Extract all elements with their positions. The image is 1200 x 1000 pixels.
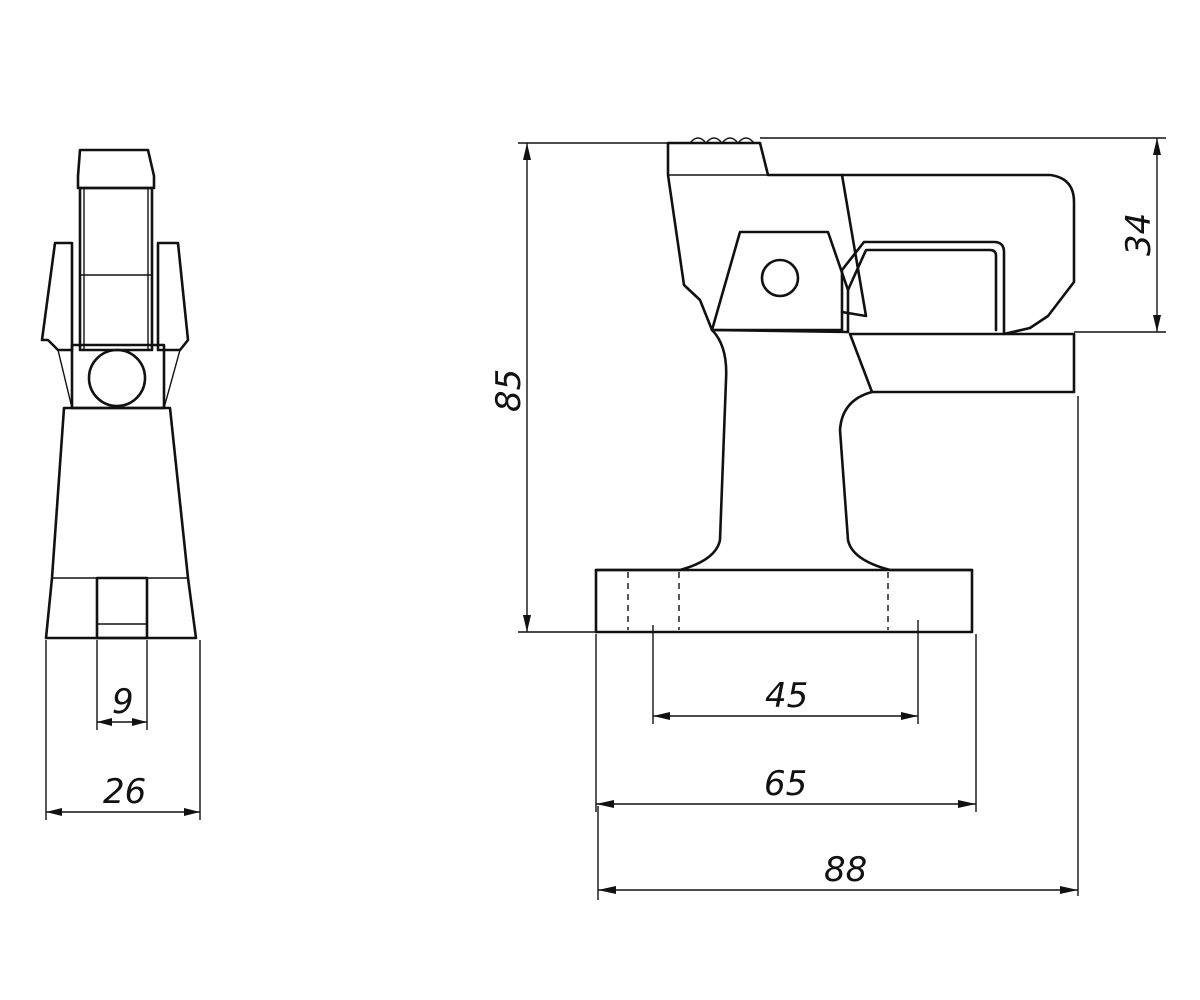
side-view-left-jaw (40, 241, 74, 352)
front-view-inner-jaw (840, 173, 868, 318)
dimension-clamp-height: 34 (760, 137, 1166, 333)
front-view-rail (848, 332, 1076, 394)
side-view-foot-slot (95, 576, 149, 640)
dimension-clamp-height-label: 34 (1119, 213, 1159, 256)
dimension-slot-width: 9 (96, 640, 148, 730)
side-view-slide (78, 186, 154, 352)
dimension-overall-height: 85 (489, 142, 668, 633)
front-view: 85 34 45 65 (489, 137, 1166, 900)
side-view: 9 26 (40, 148, 201, 820)
dimension-overall-height-label: 85 (489, 369, 529, 412)
side-view-right-jaw (156, 241, 190, 352)
dimension-side-width-label: 26 (103, 772, 146, 812)
side-view-top-cap (76, 148, 156, 190)
side-view-body (44, 406, 198, 640)
front-view-pivot-pin-icon (760, 258, 800, 298)
dimension-overall-length-label: 88 (824, 850, 867, 890)
side-view-pin-icon (87, 348, 147, 408)
front-view-upper-jaw-lip (846, 248, 998, 332)
dimension-overall-length: 88 (597, 396, 1079, 900)
dimension-base-length-label: 65 (764, 764, 807, 804)
dimension-slot-width-label: 9 (112, 682, 134, 722)
dimension-hole-spacing-label: 45 (765, 676, 808, 716)
dimension-base-length: 65 (595, 634, 977, 812)
dimension-hole-spacing: 45 (652, 620, 919, 724)
side-view-pin-housing (70, 343, 166, 410)
front-view-pivot-lug (710, 230, 850, 334)
front-view-body (594, 328, 974, 634)
front-view-clamp-arm (666, 141, 1076, 336)
dimension-side-width: 26 (45, 640, 201, 820)
